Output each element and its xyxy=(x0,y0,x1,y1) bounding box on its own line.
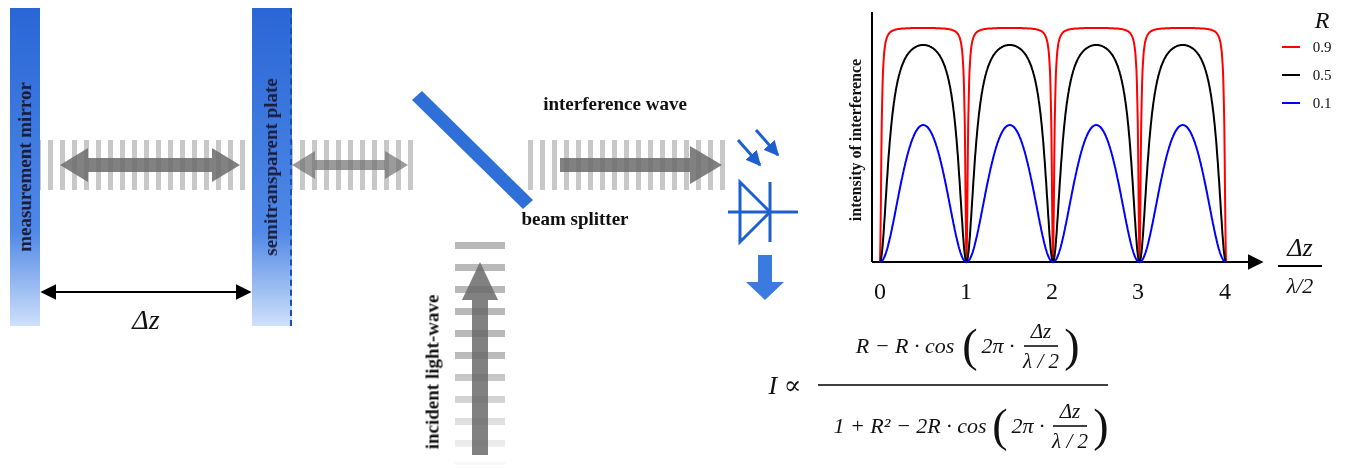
formula-part: Δz xyxy=(1031,321,1052,342)
dimension-arrow xyxy=(42,291,250,293)
tick-label: 3 xyxy=(1132,279,1144,303)
legend-value: 0.5 xyxy=(1313,68,1332,83)
dimension-label: Δz xyxy=(129,306,162,334)
legend-value: 0.1 xyxy=(1313,96,1332,111)
legend-lines xyxy=(1282,47,1300,103)
axis-label: λ/2 xyxy=(1287,275,1314,297)
plot-curves xyxy=(880,28,1226,262)
tick-label: 2 xyxy=(1046,279,1058,303)
wave-label: interference wave xyxy=(543,94,687,113)
incident-wave-band xyxy=(455,240,505,465)
light-arrows xyxy=(60,146,722,455)
formula-part: 1 + R² − 2R · cos xyxy=(834,415,987,437)
part-label: measurement mirror xyxy=(14,82,36,252)
formula-paren: ) xyxy=(1093,403,1108,449)
formula-part: λ / 2 xyxy=(1052,431,1088,452)
formula-part: 2π · xyxy=(1011,415,1044,437)
formula-part: 2π · xyxy=(981,335,1014,357)
legend-title: R xyxy=(1315,8,1330,32)
part-label: beam splitter xyxy=(521,209,628,228)
formula-part: I ∝ xyxy=(769,373,802,399)
tick-label: 1 xyxy=(960,279,972,303)
photodiode-symbol xyxy=(728,130,798,242)
legend-value: 0.9 xyxy=(1313,40,1332,55)
formula-paren: ( xyxy=(992,403,1007,449)
interference-wave-band xyxy=(525,140,725,190)
formula-part: λ / 2 xyxy=(1023,351,1059,372)
intensity-curve xyxy=(880,28,1226,262)
axis-label: Δz xyxy=(1287,235,1312,261)
formula-part: Δz xyxy=(1060,401,1081,422)
standing-wave xyxy=(40,140,420,190)
semitransparent-plate: semitransparent plate xyxy=(252,8,292,326)
wave-label: incident light-wave xyxy=(423,295,442,450)
plot-axes xyxy=(872,12,1322,266)
formula-part: R − R · cos xyxy=(856,335,955,357)
tick-label: 4 xyxy=(1219,279,1231,303)
formula-paren: ( xyxy=(962,323,977,369)
formula-paren: ) xyxy=(1064,323,1079,369)
signal-arrow xyxy=(746,255,784,300)
beam-splitter xyxy=(412,91,533,209)
intensity-curve xyxy=(880,125,1226,262)
intensity-curve xyxy=(880,45,1226,262)
axis-label: intensity of interference xyxy=(848,59,864,221)
tick-label: 0 xyxy=(874,279,886,303)
part-label: semitransparent plate xyxy=(260,78,282,256)
measurement-mirror: measurement mirror xyxy=(10,8,40,326)
